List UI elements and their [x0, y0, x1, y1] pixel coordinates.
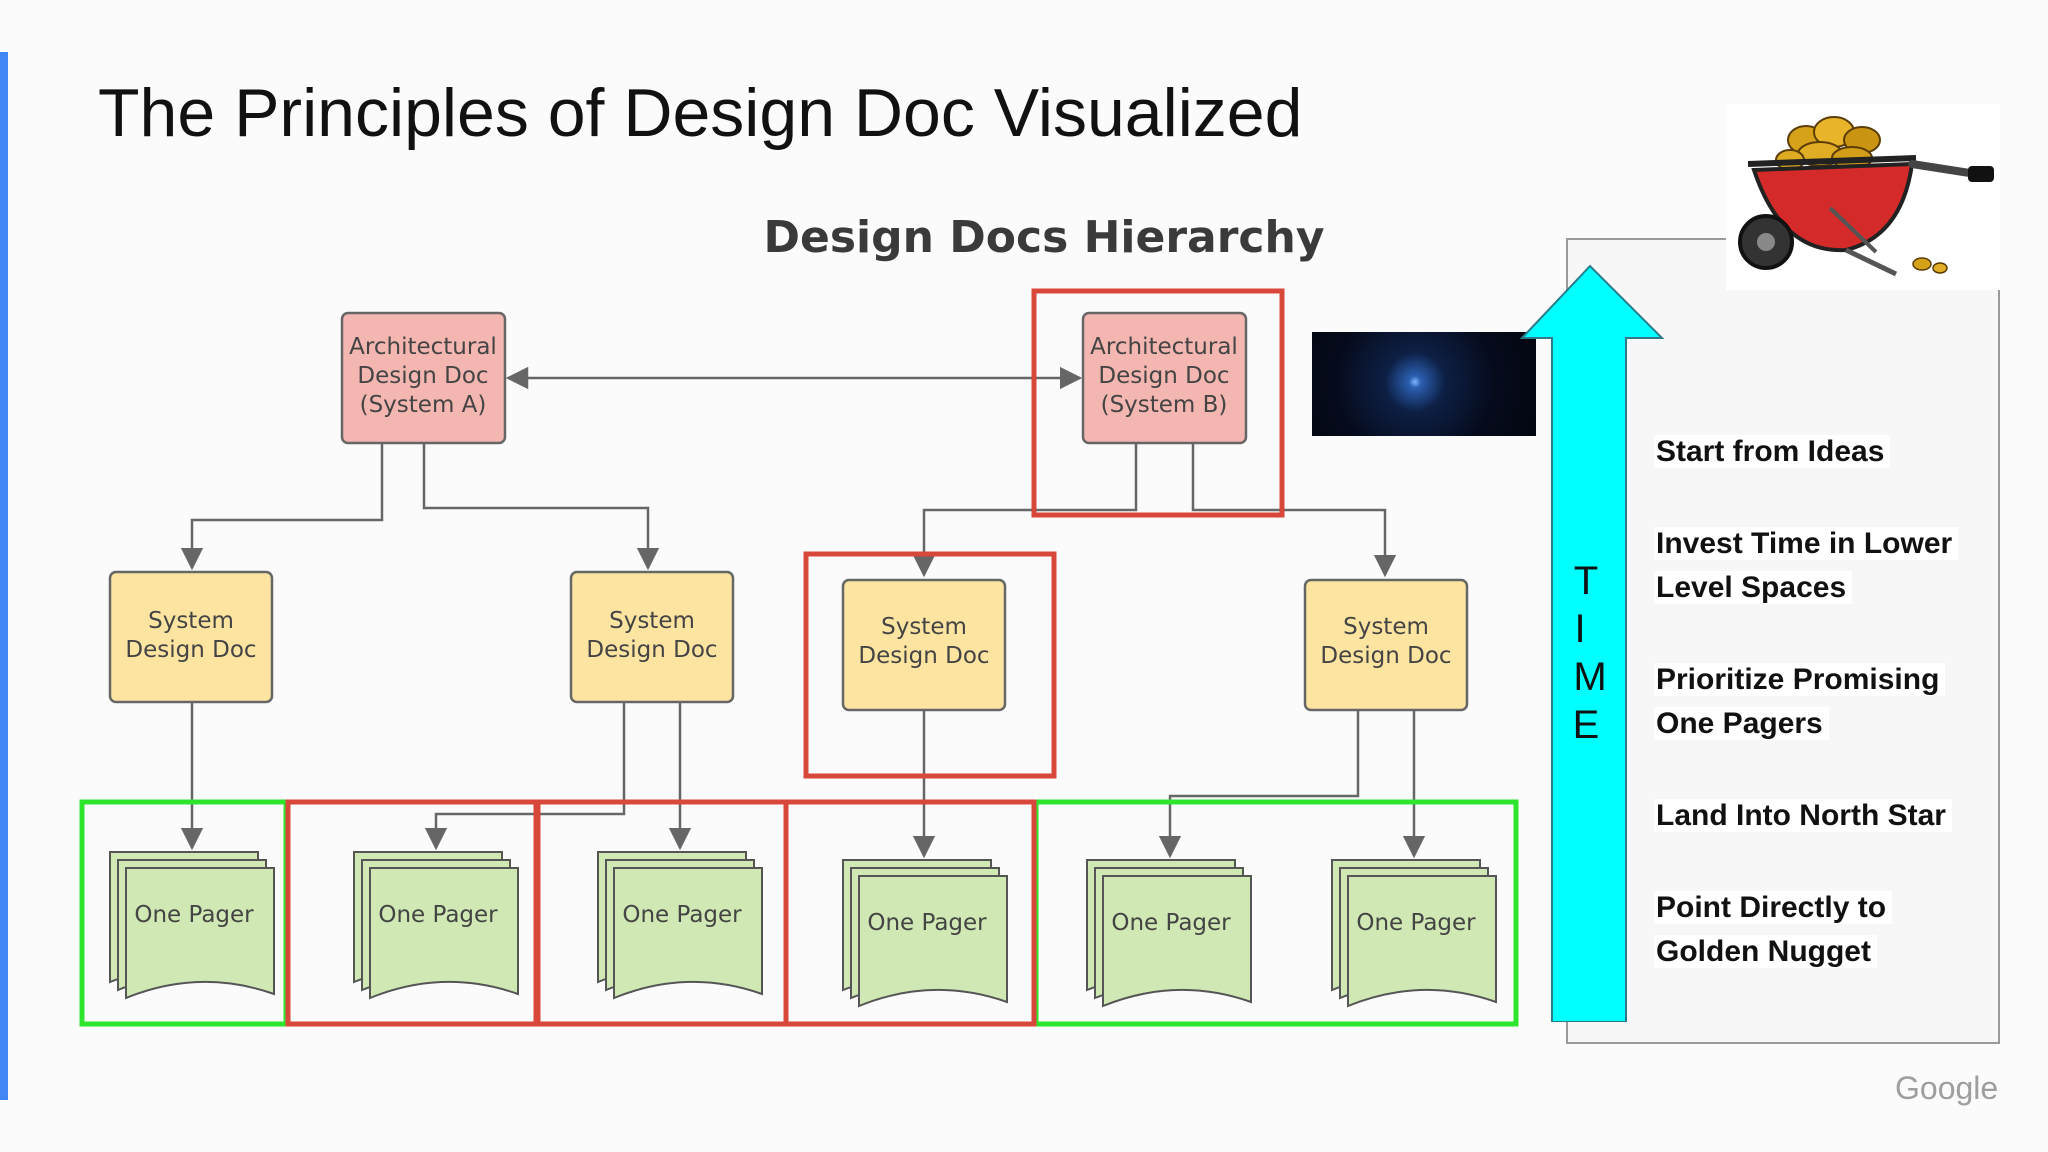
svg-text:System: System [148, 608, 234, 634]
system-node-2: System Design Doc [569, 570, 735, 704]
principle-item: Land Into North Star [1654, 794, 1994, 838]
highlight-frames [79, 288, 1519, 1027]
system-node-4: System Design Doc [1303, 578, 1469, 712]
svg-text:System: System [881, 614, 967, 640]
time-arrow: T I M E [1519, 264, 1665, 1022]
principle-item: Start from Ideas [1654, 430, 1994, 474]
red-frame-one-pager-3 [783, 799, 1037, 1027]
time-letter-t: T [1574, 559, 1598, 603]
one-pager-2: One Pager [353, 851, 519, 999]
red-frame-system-doc [803, 551, 1057, 779]
svg-text:Design Doc: Design Doc [1320, 643, 1451, 669]
svg-text:(System A): (System A) [360, 392, 487, 418]
svg-text:One Pager: One Pager [134, 902, 254, 928]
principle-item: Point Directly to Golden Nugget [1654, 886, 1994, 974]
svg-text:System: System [1343, 614, 1429, 640]
time-letter-m: M [1573, 655, 1606, 699]
svg-text:One Pager: One Pager [622, 902, 742, 928]
principles-list: Start from Ideas Invest Time in Lower Le… [1654, 430, 1994, 1022]
north-star-image [1312, 332, 1536, 436]
svg-text:One Pager: One Pager [378, 902, 498, 928]
gold-nugget-wheelbarrow-image [1726, 104, 2000, 290]
svg-text:System: System [609, 608, 695, 634]
svg-text:(System B): (System B) [1101, 392, 1228, 418]
architectural-node-system-a: Architectural Design Doc (System A) [340, 311, 507, 445]
svg-text:Design Doc: Design Doc [1098, 363, 1229, 389]
google-logo: Google [1895, 1070, 1999, 1106]
principle-item: Prioritize Promising One Pagers [1654, 658, 1994, 746]
svg-text:Design Doc: Design Doc [357, 363, 488, 389]
one-pager-4: One Pager [842, 859, 1008, 1007]
time-letter-i: I [1574, 607, 1585, 651]
svg-text:One Pager: One Pager [867, 910, 987, 936]
one-pager-6: One Pager [1331, 859, 1497, 1007]
one-pager-3: One Pager [597, 851, 763, 999]
svg-text:Design Doc: Design Doc [858, 643, 989, 669]
accent-bar [0, 52, 8, 1100]
time-letter-e: E [1573, 703, 1600, 747]
svg-text:One Pager: One Pager [1111, 910, 1231, 936]
system-node-3: System Design Doc [841, 578, 1007, 712]
svg-text:One Pager: One Pager [1356, 910, 1476, 936]
svg-text:Architectural: Architectural [349, 334, 497, 360]
one-pager-1: One Pager [109, 851, 275, 999]
svg-text:Design Doc: Design Doc [586, 637, 717, 663]
slide-title: The Principles of Design Doc Visualized [98, 75, 1303, 151]
svg-text:Architectural: Architectural [1090, 334, 1238, 360]
architectural-node-system-b: Architectural Design Doc (System B) [1081, 311, 1248, 445]
svg-text:Design Doc: Design Doc [125, 637, 256, 663]
diagram-heading: Design Docs Hierarchy [763, 212, 1324, 263]
system-node-1: System Design Doc [108, 570, 274, 704]
connectors [180, 366, 1426, 859]
principle-item: Invest Time in Lower Level Spaces [1654, 522, 1994, 610]
red-frame-system-b [1031, 288, 1285, 518]
one-pager-5: One Pager [1086, 859, 1252, 1007]
